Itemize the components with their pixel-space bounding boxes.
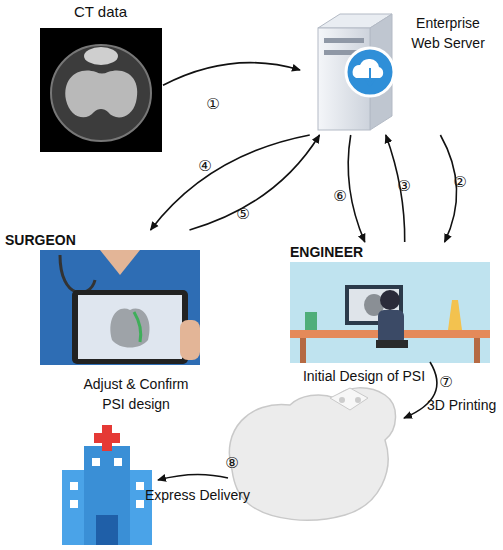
callout-number: ③ (397, 177, 410, 195)
download-arrow (365, 68, 375, 85)
guide-body (229, 388, 395, 520)
flow-arrow (190, 135, 320, 230)
printed-guide (229, 388, 395, 520)
figure-node: Enterprise Web Server (300, 5, 495, 135)
window (136, 482, 144, 490)
node-label: CT data (38, 2, 163, 22)
scene-background (290, 262, 490, 363)
window (136, 500, 144, 508)
callout-number: ⑦ (439, 373, 452, 391)
chair (376, 340, 408, 348)
ct-femur (65, 70, 137, 117)
flow-arrow (151, 135, 310, 230)
server-slot (324, 38, 364, 43)
step-label: 3D Printing (427, 396, 496, 414)
scrubs (40, 250, 200, 365)
ct-skin (51, 45, 151, 141)
figure-node: CT data (38, 0, 163, 155)
tablet-screen (78, 295, 182, 359)
window (114, 458, 122, 466)
ct-background (40, 28, 162, 152)
cloud-shape (353, 59, 384, 78)
figure-node: SURGEON Adjust & Confirm PSI design (5, 230, 210, 412)
figure-node: ENGINEER Initial Design of PSI (285, 242, 495, 387)
guide-overlay (134, 312, 141, 342)
plant (305, 312, 317, 330)
cloud-badge (346, 48, 394, 96)
flow-arrow (348, 135, 365, 242)
callout-number: ② (453, 173, 466, 191)
stethoscope (60, 255, 95, 293)
pin-hole (355, 397, 361, 403)
desk-leg (474, 338, 480, 363)
role-heading: ENGINEER (290, 242, 410, 262)
hand (180, 320, 200, 360)
server-icon (318, 14, 394, 130)
door (96, 515, 118, 545)
node-label: Adjust & Confirm PSI design (72, 374, 200, 414)
node-label: Initial Design of PSI (285, 366, 443, 386)
surgeon-photo (40, 250, 200, 365)
callout-number: ④ (198, 157, 211, 175)
callout-number: ① (206, 95, 219, 113)
callout-number: ⑧ (225, 454, 238, 472)
window (70, 482, 78, 490)
desk-leg (300, 338, 306, 363)
pin-hole (339, 397, 345, 403)
knee-model (110, 309, 149, 348)
engineer-scene (290, 262, 490, 363)
role-heading: SURGEON (5, 230, 105, 250)
flow-arrow (163, 63, 300, 86)
hospital-icon (62, 425, 152, 545)
desk-lamp (448, 300, 462, 330)
engineer-body (378, 310, 404, 345)
neck (100, 250, 140, 275)
ct-soft-tissue (51, 45, 151, 141)
ct-image (40, 28, 162, 152)
red-cross (94, 425, 120, 451)
hospital-tower (84, 446, 130, 545)
engineer-head (380, 290, 400, 310)
callout-number: ⑥ (333, 187, 346, 205)
node-label: Enterprise Web Server (404, 13, 492, 53)
window (92, 458, 100, 466)
ct-patella (84, 47, 118, 65)
delivery-arrow (158, 474, 228, 480)
tablet (72, 290, 188, 364)
step-label: Express Delivery (145, 486, 250, 504)
guide-block (330, 388, 368, 410)
window (70, 500, 78, 508)
callout-number: ⑤ (236, 205, 249, 223)
